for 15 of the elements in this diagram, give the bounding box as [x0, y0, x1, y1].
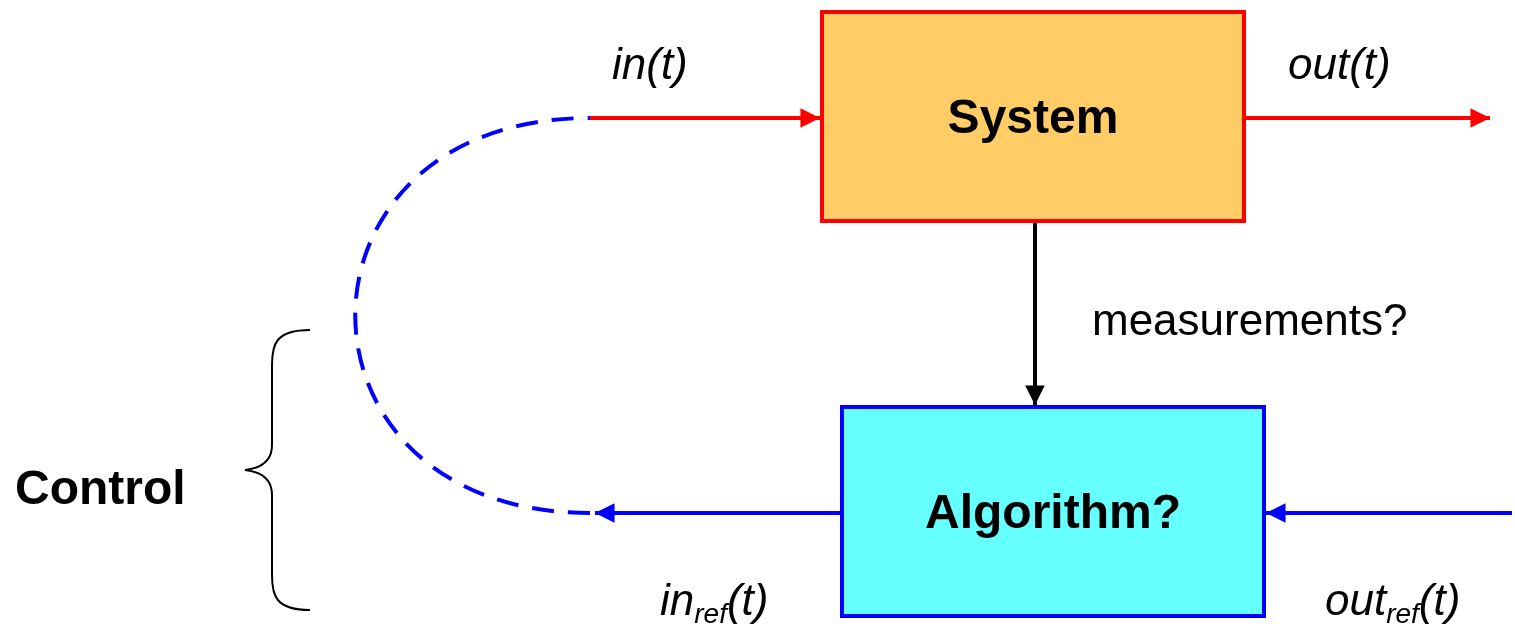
box-label: System — [947, 89, 1119, 144]
process-box — [820, 10, 1246, 223]
edge-label: in$_{ref}$(t) — [660, 578, 769, 628]
process-box — [840, 405, 1266, 618]
edge-label: out(t) — [1288, 42, 1391, 86]
edge-label: in(t) — [612, 42, 688, 86]
edge-label: measurements? — [1092, 298, 1408, 342]
arrow — [1025, 223, 1045, 406]
box-label: Algorithm? — [925, 484, 1181, 539]
brace-label: Control — [15, 464, 186, 512]
arrow — [594, 503, 840, 523]
arrow — [590, 108, 821, 128]
edge-label: out$_{ref}$(t) — [1325, 578, 1461, 628]
arrow — [1265, 503, 1512, 523]
arrow — [1246, 108, 1491, 128]
